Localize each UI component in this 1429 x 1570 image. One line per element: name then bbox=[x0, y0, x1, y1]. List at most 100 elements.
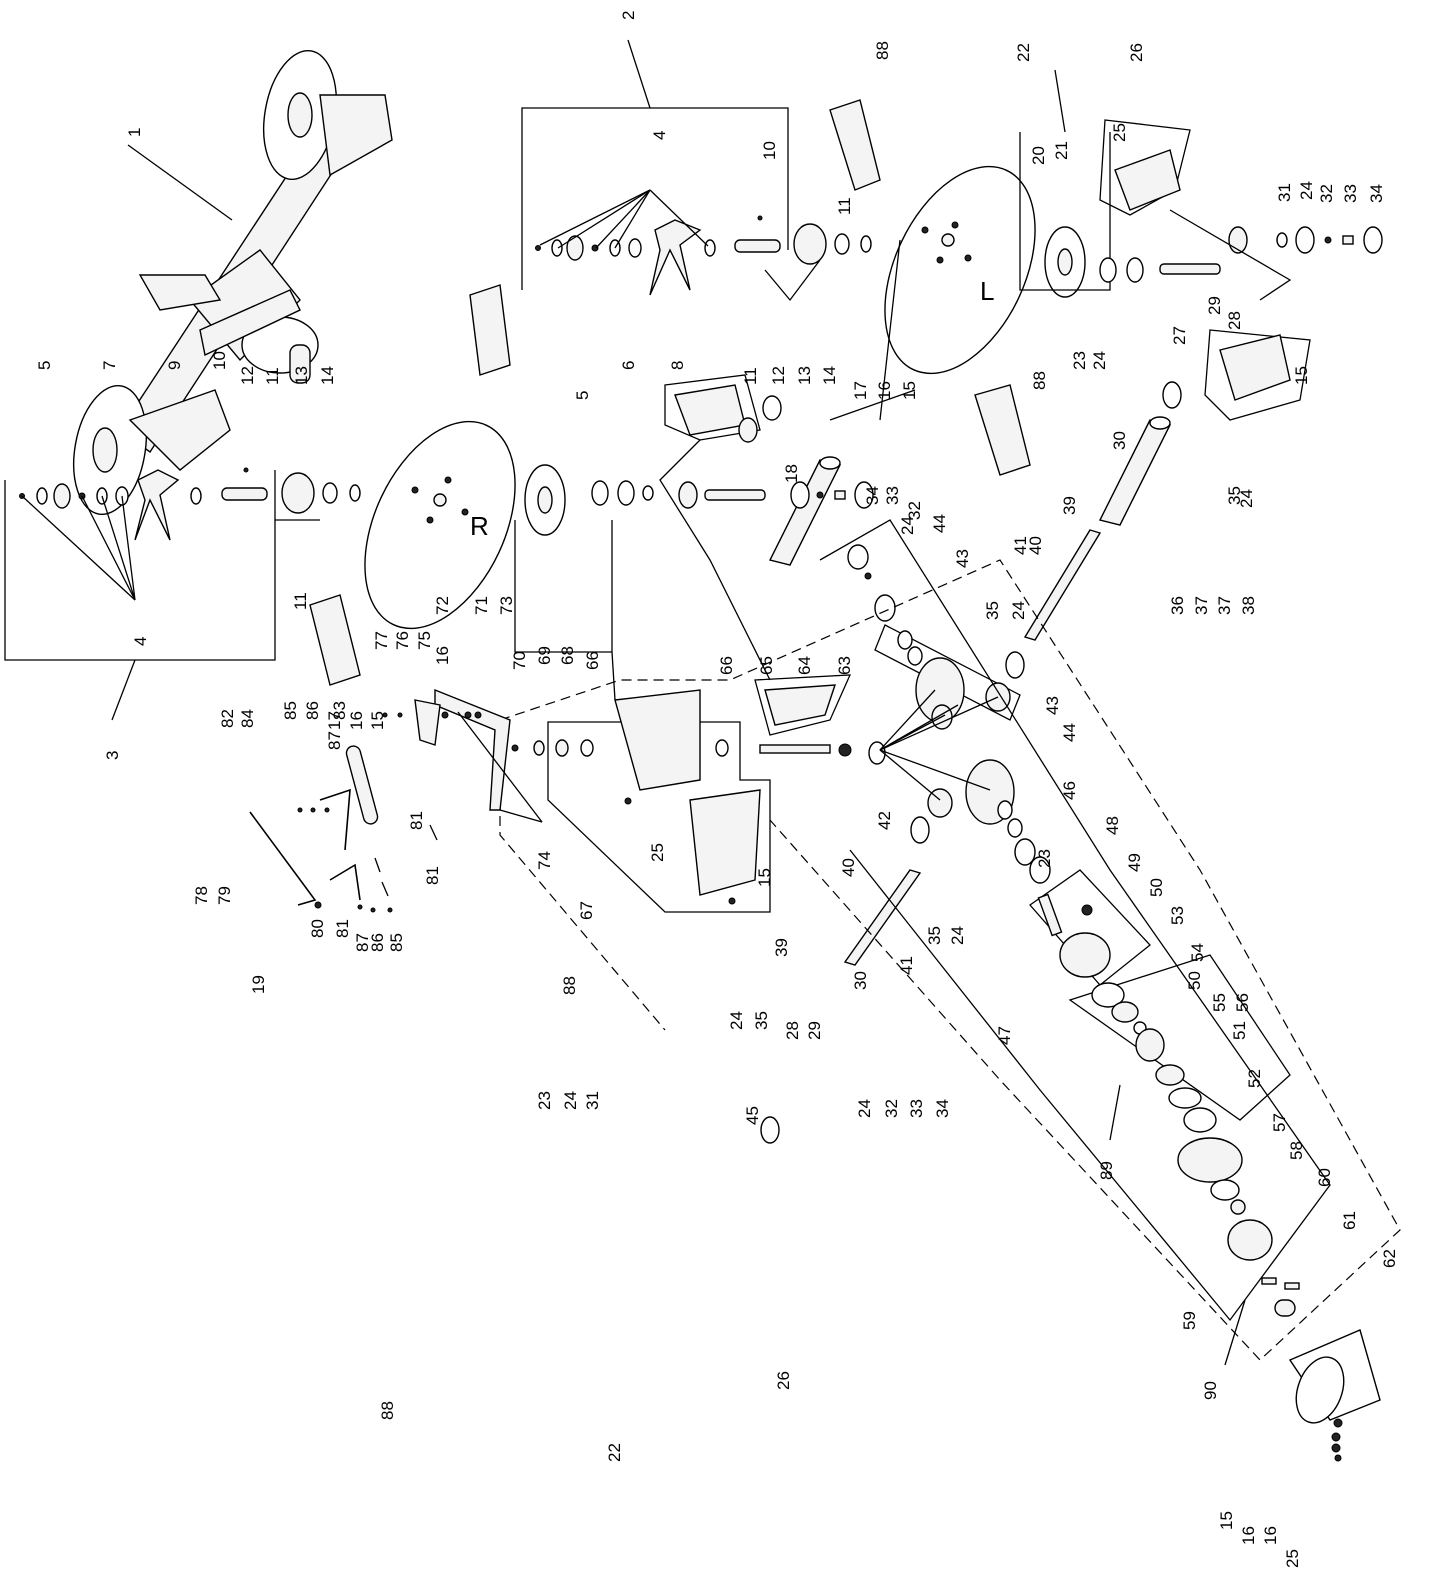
callout-48: 48 bbox=[1103, 816, 1122, 835]
callout-70: 70 bbox=[510, 651, 529, 670]
callout-30: 30 bbox=[1110, 431, 1129, 450]
upper-bearing-chain bbox=[1099, 226, 1383, 283]
linkage-parts bbox=[249, 688, 543, 913]
callout-14: 14 bbox=[820, 366, 839, 385]
callout-90: 90 bbox=[1201, 1381, 1220, 1400]
callout-15: 15 bbox=[1292, 366, 1311, 385]
hub-upper bbox=[1019, 69, 1111, 298]
callout-83: 83 bbox=[330, 701, 349, 720]
callout-63: 63 bbox=[835, 656, 854, 675]
callout-47: 47 bbox=[995, 1026, 1014, 1045]
callout-37: 37 bbox=[1192, 596, 1211, 615]
callout-62: 62 bbox=[1380, 1249, 1399, 1268]
callout-12: 12 bbox=[238, 366, 257, 385]
callout-77: 77 bbox=[372, 631, 391, 650]
callout-11: 11 bbox=[263, 367, 282, 385]
callout-61: 61 bbox=[1340, 1211, 1359, 1230]
callout-24: 24 bbox=[948, 926, 967, 945]
bracket-88-parts bbox=[309, 99, 1031, 686]
callout-34: 34 bbox=[933, 1099, 952, 1118]
callout-67: 67 bbox=[577, 901, 596, 920]
callout-10: 10 bbox=[210, 351, 229, 370]
callout-24: 24 bbox=[855, 1099, 874, 1118]
callout-16: 16 bbox=[1261, 1526, 1280, 1545]
callout-35: 35 bbox=[925, 926, 944, 945]
lower-bearing-chain bbox=[591, 395, 874, 509]
callout-65: 65 bbox=[757, 656, 776, 675]
callout-16: 16 bbox=[347, 711, 366, 730]
callout-25: 25 bbox=[1110, 123, 1129, 142]
callout-39: 39 bbox=[772, 938, 791, 957]
callout-18: 18 bbox=[782, 464, 801, 483]
callout-45: 45 bbox=[743, 1106, 762, 1125]
callout-28: 28 bbox=[1225, 311, 1244, 330]
callout-86: 86 bbox=[303, 701, 322, 720]
callout-71: 71 bbox=[472, 596, 491, 615]
callout-12: 12 bbox=[769, 366, 788, 385]
callout-26: 26 bbox=[774, 1371, 793, 1390]
callout-31: 31 bbox=[583, 1091, 602, 1110]
callout-22: 22 bbox=[1014, 43, 1033, 62]
cover-62 bbox=[1288, 1329, 1381, 1462]
callout-20: 20 bbox=[1029, 146, 1048, 165]
callout-15: 15 bbox=[755, 868, 774, 887]
disc-right-mark: R bbox=[470, 511, 489, 541]
callout-19: 19 bbox=[249, 975, 268, 994]
callout-49: 49 bbox=[1125, 853, 1144, 872]
callout-44: 44 bbox=[1060, 723, 1079, 742]
callout-81: 81 bbox=[333, 919, 352, 938]
callout-13: 13 bbox=[292, 366, 311, 385]
callout-37: 37 bbox=[1215, 596, 1234, 615]
callout-31: 31 bbox=[1275, 183, 1294, 202]
callout-33: 33 bbox=[883, 486, 902, 505]
callout-73: 73 bbox=[497, 596, 516, 615]
callout-35: 35 bbox=[983, 601, 1002, 620]
callout-16: 16 bbox=[1239, 1526, 1258, 1545]
callout-23: 23 bbox=[1070, 351, 1089, 370]
callout-16: 16 bbox=[433, 646, 452, 665]
callout-4: 4 bbox=[131, 637, 150, 646]
assembled-axle-drawing bbox=[73, 49, 393, 516]
tubes-and-shafts bbox=[760, 381, 1182, 1144]
callout-17: 17 bbox=[851, 381, 870, 400]
callout-74: 74 bbox=[535, 851, 554, 870]
callout-25: 25 bbox=[648, 843, 667, 862]
callout-15: 15 bbox=[900, 381, 919, 400]
leader-lines bbox=[21, 144, 999, 801]
callout-2: 2 bbox=[619, 11, 638, 20]
callout-29: 29 bbox=[1205, 296, 1224, 315]
callout-88: 88 bbox=[378, 1401, 397, 1420]
callout-60: 60 bbox=[1315, 1168, 1334, 1187]
callout-32: 32 bbox=[905, 501, 924, 520]
callout-41: 41 bbox=[1011, 536, 1030, 555]
callout-78: 78 bbox=[192, 886, 211, 905]
group-67-housing bbox=[511, 689, 771, 913]
group-3-frame bbox=[4, 480, 276, 721]
callout-40: 40 bbox=[839, 858, 858, 877]
callout-35: 35 bbox=[1225, 486, 1244, 505]
hub-lower bbox=[514, 464, 616, 701]
gearbox-housing-upper bbox=[1099, 119, 1311, 421]
callout-23: 23 bbox=[1035, 849, 1054, 868]
callout-43: 43 bbox=[1043, 696, 1062, 715]
group-2-frame bbox=[521, 39, 789, 290]
group-2-parts bbox=[535, 215, 872, 302]
callout-26: 26 bbox=[1127, 43, 1146, 62]
callout-24: 24 bbox=[898, 516, 917, 535]
callout-54: 54 bbox=[1188, 943, 1207, 962]
callout-29: 29 bbox=[805, 1021, 824, 1040]
callout-44: 44 bbox=[930, 514, 949, 533]
callout-50: 50 bbox=[1147, 878, 1166, 897]
callout-66: 66 bbox=[583, 651, 602, 670]
central-gear-train bbox=[759, 544, 1051, 884]
callout-10: 10 bbox=[760, 141, 779, 160]
callout-56: 56 bbox=[1233, 993, 1252, 1012]
callout-79: 79 bbox=[215, 886, 234, 905]
callout-86: 86 bbox=[368, 933, 387, 952]
callout-40: 40 bbox=[1026, 536, 1045, 555]
callout-87: 87 bbox=[325, 731, 344, 750]
callout-11: 11 bbox=[291, 592, 310, 610]
callout-24: 24 bbox=[1297, 181, 1316, 200]
disc-left: L bbox=[884, 165, 1036, 375]
